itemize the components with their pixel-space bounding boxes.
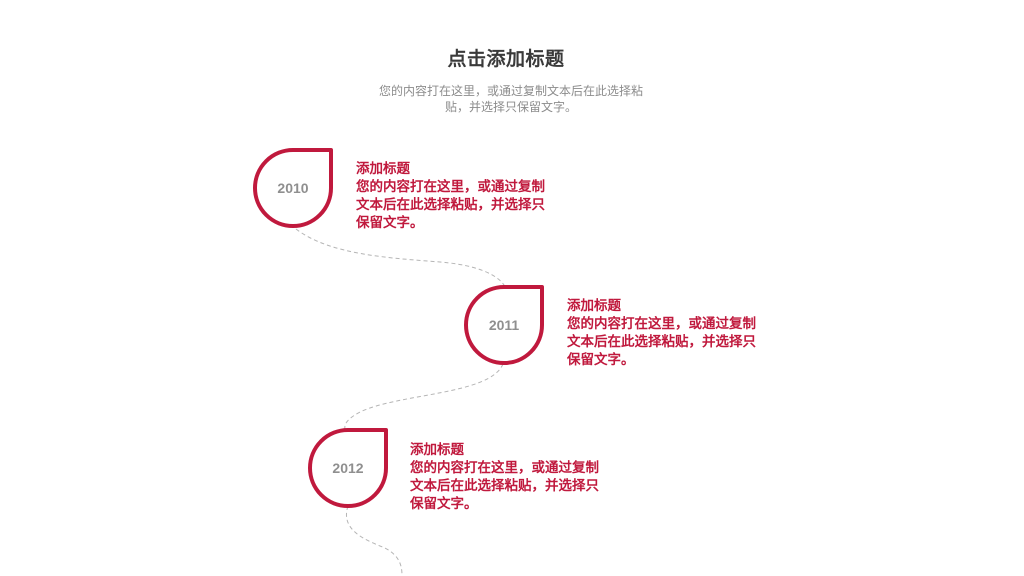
timeline-text-2012: 添加标题 您的内容打在这里，或通过复制文本后在此选择粘贴，并选择只保留文字。 (410, 441, 610, 513)
item-heading: 添加标题 (567, 298, 621, 314)
timeline-marker-2011: 2011 (464, 285, 544, 365)
dashed-connector-line (295, 228, 507, 291)
drop-shape-icon (253, 148, 333, 228)
item-heading: 添加标题 (356, 161, 410, 177)
item-heading: 添加标题 (410, 442, 464, 458)
item-body: 您的内容打在这里，或通过复制文本后在此选择粘贴，并选择只保留文字。 (567, 316, 756, 368)
page-title: 点击添加标题 (447, 48, 565, 70)
item-body: 您的内容打在这里，或通过复制文本后在此选择粘贴，并选择只保留文字。 (356, 179, 545, 231)
timeline-text-2011: 添加标题 您的内容打在这里，或通过复制文本后在此选择粘贴，并选择只保留文字。 (567, 297, 767, 369)
drop-shape-icon (308, 428, 388, 508)
drop-shape-icon (464, 285, 544, 365)
year-label: 2012 (332, 460, 364, 476)
item-body: 您的内容打在这里，或通过复制文本后在此选择粘贴，并选择只保留文字。 (410, 460, 599, 512)
dashed-connector-line (346, 505, 403, 576)
year-label: 2010 (277, 180, 309, 196)
timeline-text-2010: 添加标题 您的内容打在这里，或通过复制文本后在此选择粘贴，并选择只保留文字。 (356, 160, 556, 232)
timeline-marker-2010: 2010 (253, 148, 333, 228)
page-subtitle: 您的内容打在这里，或通过复制文本后在此选择粘贴，并选择只保留文字。 (378, 84, 643, 114)
timeline-marker-2012: 2012 (308, 428, 388, 508)
dashed-connector-line (344, 363, 504, 433)
year-label: 2011 (488, 317, 520, 333)
